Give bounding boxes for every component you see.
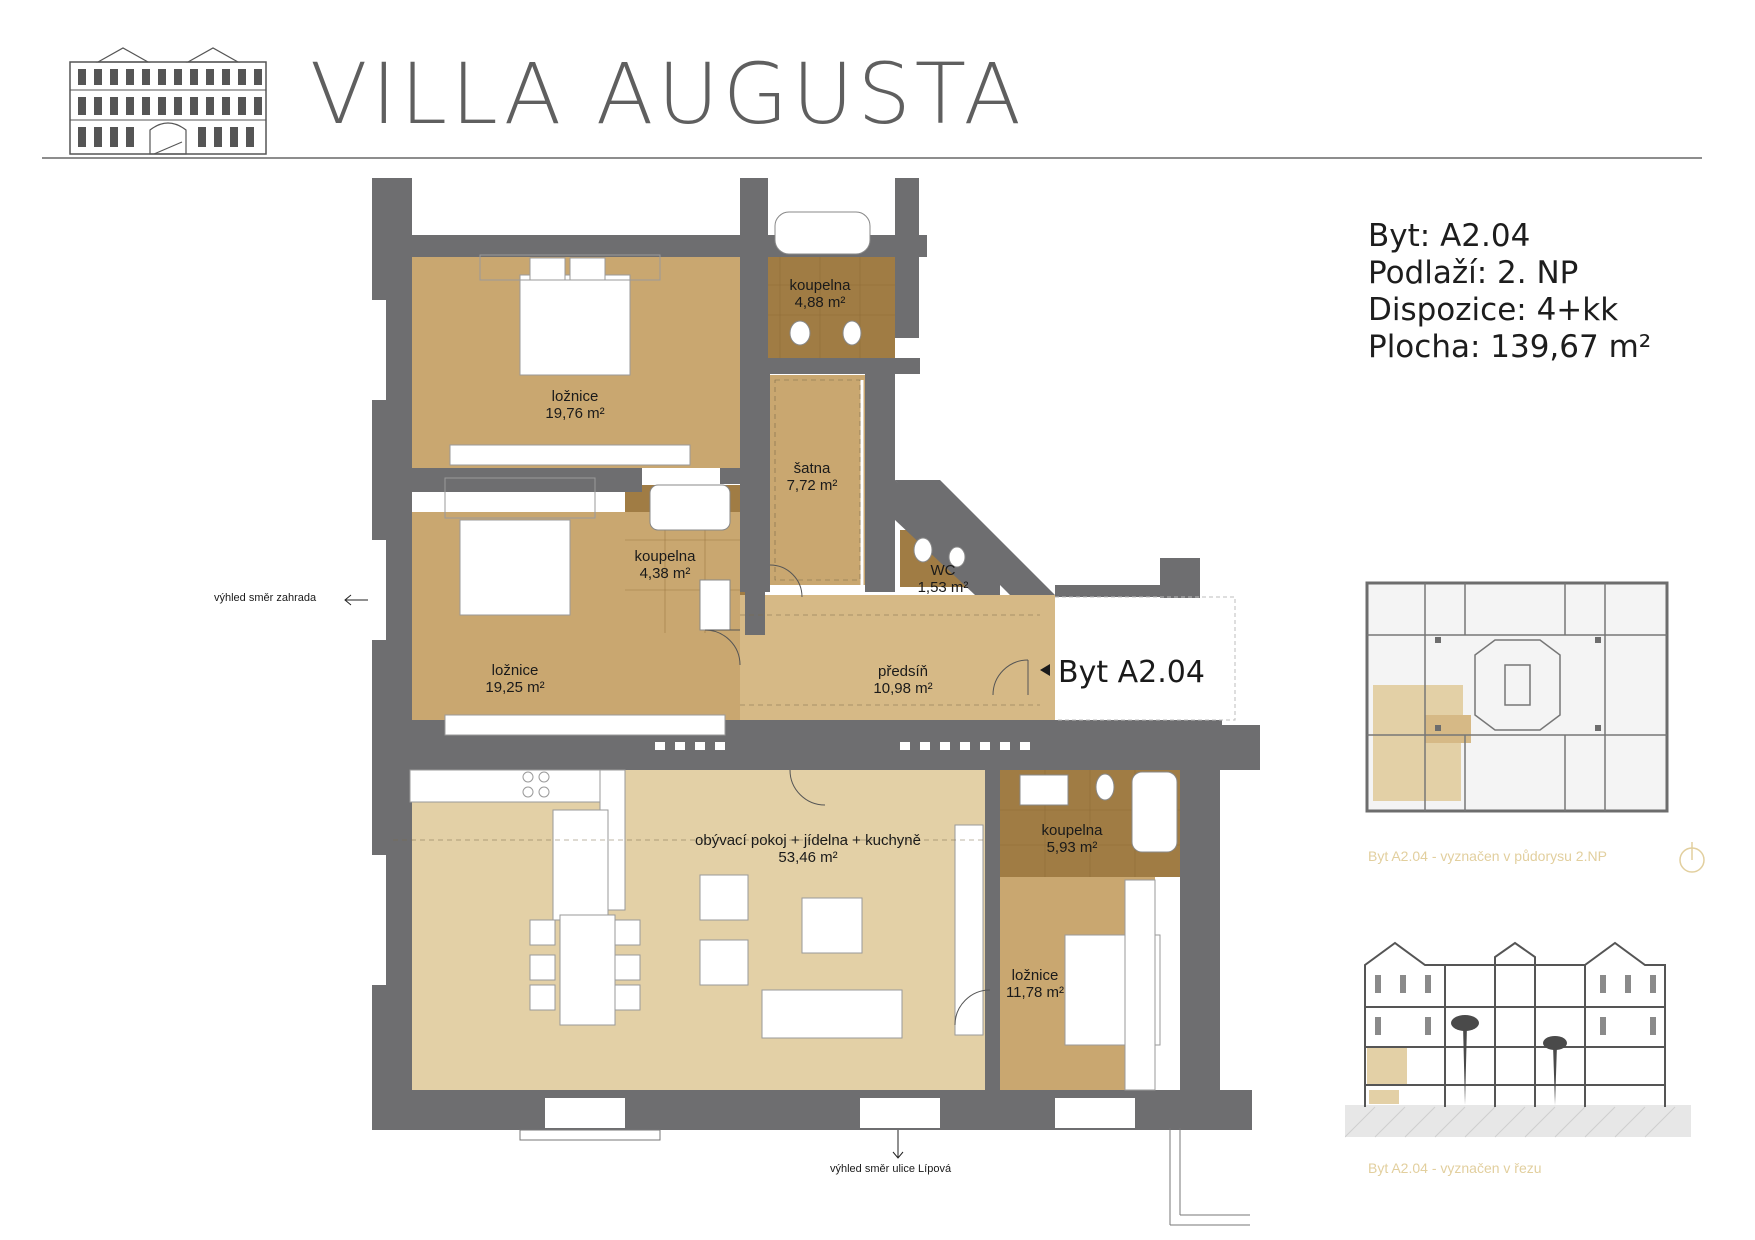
room-area: 19,25 m² (485, 679, 545, 696)
room-name: ložnice (1011, 967, 1059, 984)
unit-entrance-label: Byt A2.04 (1058, 655, 1205, 690)
room-label-wc: WC 1,53 m² (918, 562, 969, 596)
room-area: 4,88 m² (794, 294, 846, 311)
room-area: 10,98 m² (873, 680, 933, 697)
armchair-1 (699, 874, 749, 921)
section-caption: Byt A2.04 - vyznačen v řezu (1368, 1160, 1542, 1176)
room-label-bath-2: koupelna 4,38 m² (635, 548, 696, 582)
unit-area: Plocha: 139,67 m² (1368, 329, 1652, 365)
kitchen-counter (409, 769, 611, 803)
room-name: ložnice (551, 388, 599, 405)
room-area: 53,46 m² (778, 849, 838, 866)
bed-1 (519, 274, 631, 376)
bed-2 (459, 519, 571, 616)
view-garden-label: výhled směr zahrada (214, 592, 317, 604)
room-fill-closet (770, 375, 865, 585)
room-label-bath-3: koupelna 5,93 m² (1042, 822, 1103, 856)
room-fill-living (410, 770, 985, 1092)
sofa (761, 989, 903, 1039)
tv-unit (954, 824, 984, 1036)
villa-facade-icon (69, 47, 267, 155)
coffee-table (801, 897, 863, 954)
unit-info: Byt: A2.04 Podlaží: 2. NP Dispozice: 4+k… (1368, 218, 1651, 366)
kitchen-island (552, 809, 609, 921)
room-name: šatna (793, 460, 831, 477)
room-label-bedroom-1: ložnice 19,76 m² (545, 388, 604, 422)
room-name: ložnice (491, 662, 539, 679)
building-section-thumbnail (1345, 941, 1691, 1138)
north-arrow-icon (1679, 842, 1705, 873)
room-name: obývací pokoj + jídelna + kuchyně (695, 832, 921, 849)
unit-floor: Podlaží: 2. NP (1368, 255, 1579, 291)
bathtub-1 (774, 211, 871, 255)
floorplan-caption: Byt A2.04 - vyznačen v půdorysu 2.NP (1368, 848, 1607, 864)
wardrobe-3 (1124, 879, 1156, 1091)
room-name: koupelna (789, 277, 851, 294)
room-name: koupelna (1041, 822, 1103, 839)
room-name: WC (930, 562, 956, 579)
room-label-bedroom-3: ložnice 11,78 m² (1006, 967, 1064, 1001)
room-area: 11,78 m² (1005, 984, 1065, 1001)
wardrobe-2 (444, 714, 726, 736)
room-name: koupelna (634, 548, 696, 565)
room-area: 1,53 m² (917, 579, 969, 596)
unit-number: Byt: A2.04 (1368, 218, 1531, 254)
room-label-living: obývací pokoj + jídelna + kuchyně 53,46 … (695, 832, 921, 866)
room-label-hall: předsíň 10,98 m² (873, 663, 932, 697)
bathtub-2 (649, 484, 731, 531)
view-street-label: výhled směr ulice Lípová (830, 1163, 952, 1175)
room-label-closet: šatna 7,72 m² (787, 460, 838, 494)
room-area: 7,72 m² (786, 477, 838, 494)
wardrobe-1 (449, 444, 691, 466)
header-divider (42, 157, 1702, 159)
entrance-arrow-icon (1040, 664, 1050, 676)
building-floorplan-thumbnail (1365, 581, 1669, 813)
bathtub-3 (1131, 771, 1178, 853)
room-area: 4,38 m² (639, 565, 691, 582)
brand-title: VILLA AUGUSTA (310, 45, 1026, 143)
room-area: 5,93 m² (1046, 839, 1098, 856)
room-label-bath-1: koupelna 4,88 m² (790, 277, 851, 311)
room-area: 19,76 m² (545, 405, 605, 422)
room-name: předsíň (877, 663, 929, 680)
unit-layout: Dispozice: 4+kk (1368, 292, 1619, 328)
room-label-bedroom-2: ložnice 19,25 m² (485, 662, 544, 696)
armchair-2 (699, 939, 749, 986)
room-fill-hall (740, 595, 1055, 735)
